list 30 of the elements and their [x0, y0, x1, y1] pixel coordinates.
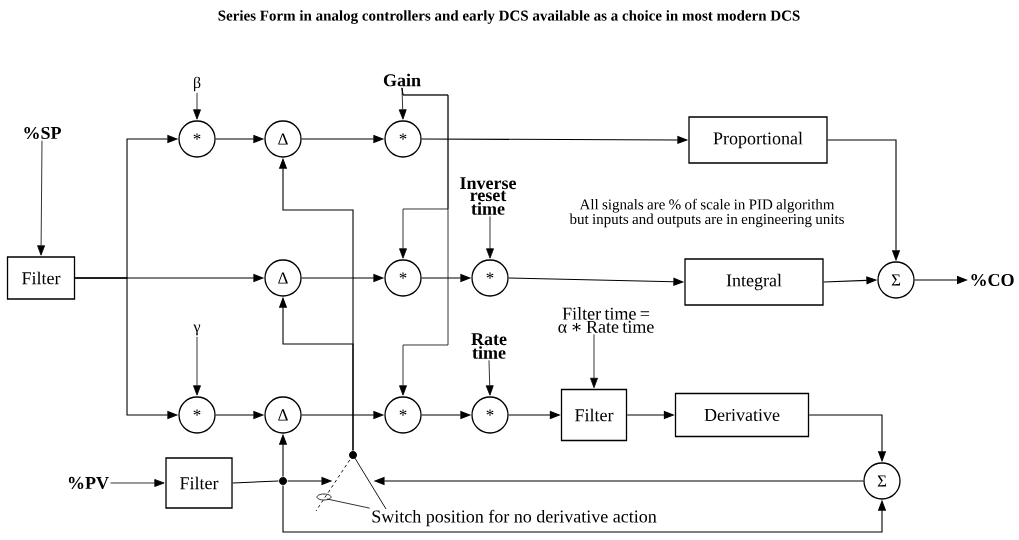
arrow	[193, 92, 201, 120]
filter-box: Filter	[6, 256, 76, 300]
filter-box: Filter	[165, 457, 233, 509]
parameter-label: Rate time	[471, 333, 507, 359]
output-label: %CO	[971, 273, 1014, 287]
input-label: %SP	[24, 126, 61, 140]
parameter-label: Gain	[383, 73, 421, 87]
arrow	[193, 336, 201, 396]
note-text: All signals are % of scale in PID algorithm but inputs and outputs are in engineering units	[569, 198, 844, 228]
integral-box: Integral	[684, 258, 824, 306]
arrow	[486, 215, 494, 259]
arrow	[590, 334, 598, 389]
arrow	[485, 359, 494, 396]
leader-line	[326, 498, 371, 509]
filter-box: Filter	[560, 388, 628, 442]
parameter-label: Inverse reset time	[460, 177, 517, 215]
input-label: %PV	[68, 476, 109, 490]
arrow	[399, 87, 449, 396]
arrow	[37, 140, 46, 256]
parameter-label: Filter time = α ∗ Rate time	[558, 307, 654, 333]
switch-label: Switch position for no derivative action	[372, 509, 657, 527]
proportional-box: Proportional	[688, 116, 828, 164]
arrow	[398, 87, 407, 120]
switch-drawing	[315, 451, 387, 512]
derivative-box: Derivative	[674, 392, 810, 438]
parameter-label: β	[194, 76, 201, 92]
parameter-label: γ	[193, 324, 201, 336]
arrow	[110, 479, 165, 487]
title: Series Form in analog controllers and early DCS available as a choice in most modern DCS	[218, 10, 800, 24]
connector-line	[232, 480, 279, 484]
